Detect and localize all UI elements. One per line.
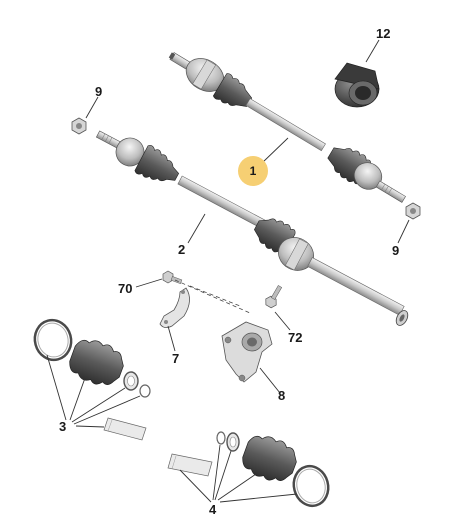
drive-shaft-upper[interactable] <box>168 52 406 203</box>
callout-1[interactable]: 1 <box>238 156 268 186</box>
callout-8[interactable]: 8 <box>278 388 286 403</box>
bolt-72[interactable] <box>263 283 285 309</box>
bolt-70[interactable] <box>162 270 183 284</box>
hub-nut-left[interactable] <box>71 117 87 135</box>
callout-3[interactable]: 3 <box>59 419 67 434</box>
callout-70[interactable]: 70 <box>118 281 133 296</box>
drive-shaft-lower[interactable] <box>95 130 410 328</box>
callout-9-left[interactable]: 9 <box>95 84 103 99</box>
callout-72[interactable]: 72 <box>288 330 303 345</box>
assembly-guide-lines <box>174 279 251 314</box>
bracket-7[interactable] <box>159 287 190 328</box>
callout-2[interactable]: 2 <box>178 242 186 257</box>
bearing-support-8[interactable] <box>221 321 273 383</box>
callout-4[interactable]: 4 <box>209 502 217 517</box>
leader-lines <box>46 39 410 503</box>
boot-kit-3[interactable] <box>30 316 151 441</box>
callout-12[interactable]: 12 <box>376 26 391 41</box>
hub-nut-right[interactable] <box>405 202 421 220</box>
boot-kit-4[interactable] <box>167 430 333 509</box>
bushing-12[interactable] <box>334 62 380 108</box>
callout-9-right[interactable]: 9 <box>392 243 400 258</box>
callout-7[interactable]: 7 <box>172 351 180 366</box>
